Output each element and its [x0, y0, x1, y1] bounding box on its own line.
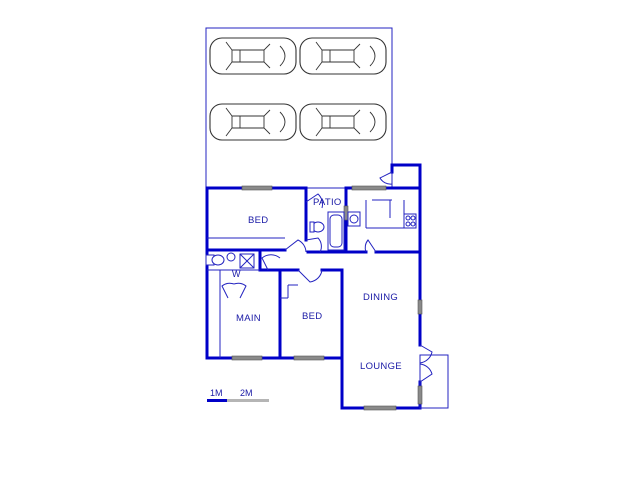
room-label-dining: DINING: [363, 292, 398, 303]
car-1: [209, 37, 297, 75]
basin: [347, 211, 361, 227]
scale-label-2m: 2M: [240, 388, 253, 398]
ensuite-basin: [226, 252, 236, 262]
room-label-bed-top: BED: [248, 215, 268, 226]
fixtures: W: [205, 211, 417, 279]
car-4: [299, 103, 387, 141]
room-label-main: MAIN: [236, 313, 261, 324]
room-label-lounge: LOUNGE: [360, 361, 402, 372]
washer-label: W: [232, 269, 241, 279]
bathtub: [327, 211, 345, 251]
scale-bar: 1M 2M: [207, 388, 269, 402]
car-3: [209, 103, 297, 141]
interior-lines: [207, 199, 449, 409]
room-label-patio: PATIO: [313, 197, 342, 208]
room-label-bed-bottom: BED: [302, 311, 322, 322]
car-2: [299, 37, 387, 75]
stove: [403, 213, 417, 229]
windows: [231, 185, 423, 411]
doors: [221, 171, 433, 383]
ensuite-toilet: [211, 254, 225, 266]
scale-label-1m: 1M: [210, 388, 223, 398]
